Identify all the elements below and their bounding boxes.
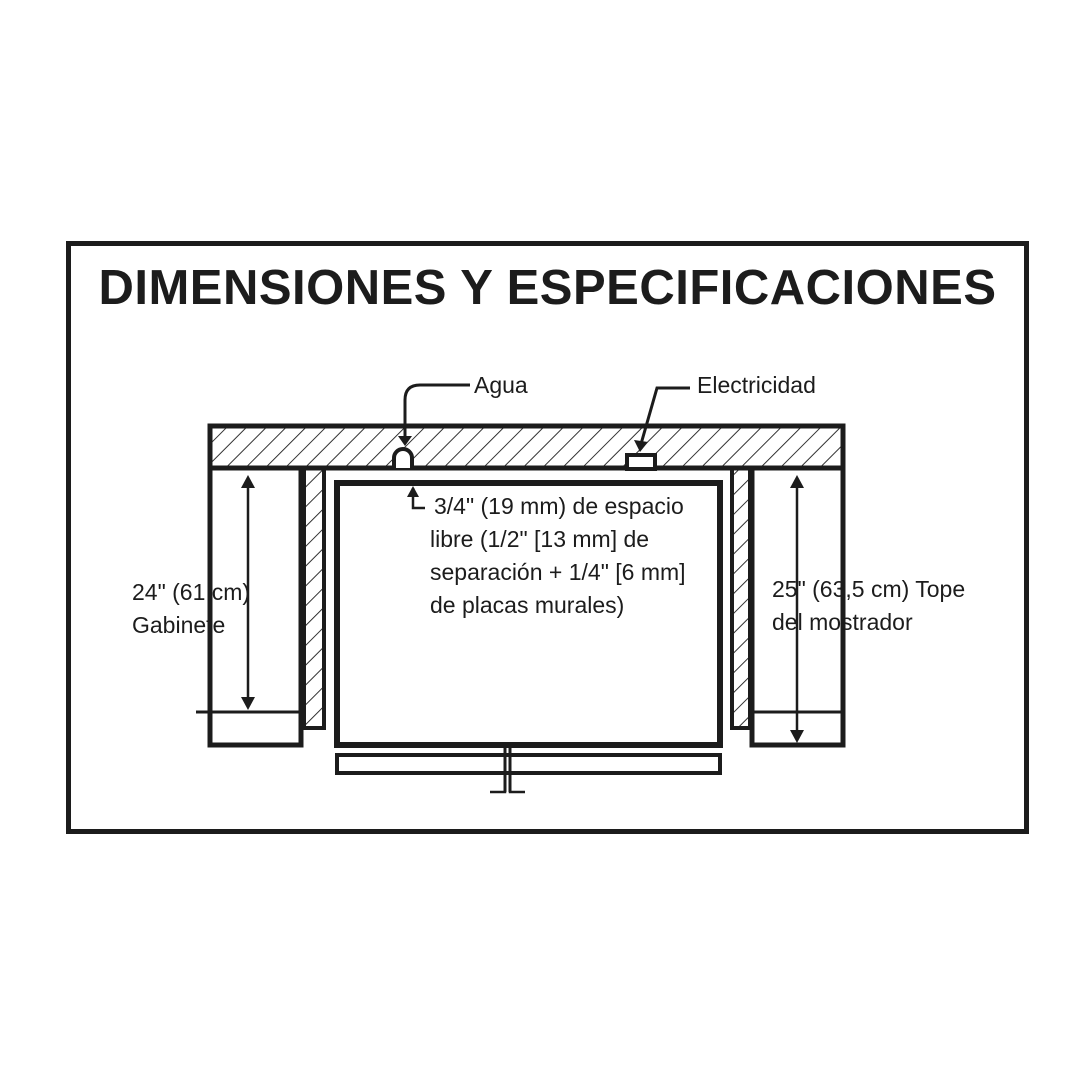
electricity-label: Electricidad (697, 372, 816, 398)
water-label: Agua (474, 372, 528, 398)
cabinet-label: 24" (61 cm) Gabinete (132, 579, 250, 638)
left-wall-plate (302, 466, 326, 730)
counter-label-line-1: 25" (63,5 cm) Tope (772, 576, 965, 602)
diagram-title: DIMENSIONES Y ESPECIFICACIONES (98, 261, 997, 315)
appliance-doors (335, 746, 722, 794)
counter-label-line-2: del mostrador (772, 609, 913, 635)
clearance-line-4: de placas murales) (430, 592, 624, 618)
counter-label: 25" (63,5 cm) Tope del mostrador (772, 576, 965, 635)
cabinet-label-line-2: Gabinete (132, 612, 225, 638)
countertop-wall (207, 423, 846, 471)
clearance-line-3: separación + 1/4" [6 mm] (430, 559, 686, 585)
cabinet-height-dimension (241, 475, 255, 710)
left-cabinet (196, 465, 304, 748)
clearance-label: 3/4" (19 mm) de espacio libre (1/2" [13 … (430, 493, 686, 618)
clearance-line-2: libre (1/2" [13 mm] de (430, 526, 649, 552)
counter-height-dimension (790, 475, 804, 743)
clearance-line-1: 3/4" (19 mm) de espacio (434, 493, 684, 519)
electricity-connection (625, 386, 690, 471)
appliance-body (334, 480, 723, 748)
right-wall-plate (730, 466, 752, 730)
cabinet-label-line-1: 24" (61 cm) (132, 579, 250, 605)
water-connection (392, 383, 470, 468)
clearance-arrow (407, 486, 425, 510)
